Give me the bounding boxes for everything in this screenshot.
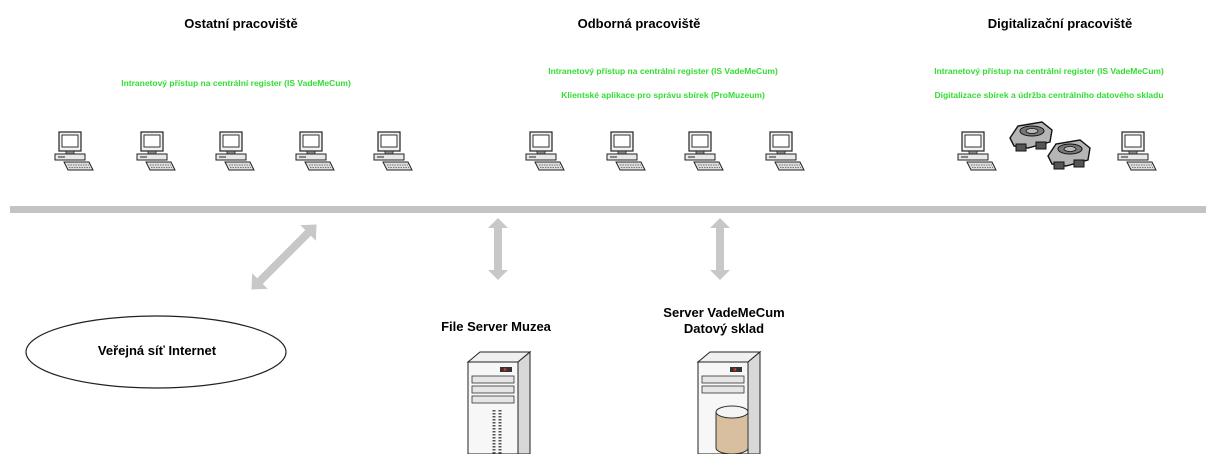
file-server-label: File Server Muzea <box>441 319 551 334</box>
double-arrow-icon <box>251 224 317 290</box>
internet-cloud-icon <box>25 315 287 389</box>
group-title-other: Ostatní pracoviště <box>184 16 298 31</box>
computer-icon <box>54 131 94 171</box>
group-line-digital-1: Intranetový přístup na centrální registe… <box>934 66 1164 76</box>
scanner-icon <box>1047 139 1091 170</box>
group-line-other-1: Intranetový přístup na centrální registe… <box>121 78 351 88</box>
computer-icon <box>606 131 646 171</box>
double-arrow-icon <box>710 218 730 280</box>
group-line-expert-1: Intranetový přístup na centrální registe… <box>548 66 778 76</box>
group-title-expert: Odborná pracoviště <box>577 16 701 31</box>
computer-icon <box>136 131 176 171</box>
computer-icon <box>1117 131 1157 171</box>
computer-icon <box>525 131 565 171</box>
group-line-expert-2: Klientské aplikace pro správu sbírek (Pr… <box>561 90 765 100</box>
database-icon <box>715 405 749 454</box>
group-title-digital: Digitalizační pracoviště <box>987 16 1133 31</box>
computer-icon <box>373 131 413 171</box>
computer-icon <box>295 131 335 171</box>
internet-label: Veřejná síť Internet <box>97 343 217 358</box>
network-bus <box>10 206 1206 213</box>
computer-icon <box>765 131 805 171</box>
computer-icon <box>957 131 997 171</box>
vademecum-server-label: Server VadeMeCum Datový sklad <box>663 305 784 337</box>
server-tower-icon <box>466 350 532 454</box>
server-tower-icon <box>696 350 762 454</box>
computer-icon <box>215 131 255 171</box>
double-arrow-icon <box>488 218 508 280</box>
vademecum-server-line1: Server VadeMeCum <box>663 305 785 320</box>
computer-icon <box>684 131 724 171</box>
group-line-digital-2: Digitalizace sbírek a údržba centrálního… <box>934 90 1164 100</box>
vademecum-server-line2: Datový sklad <box>683 321 765 336</box>
